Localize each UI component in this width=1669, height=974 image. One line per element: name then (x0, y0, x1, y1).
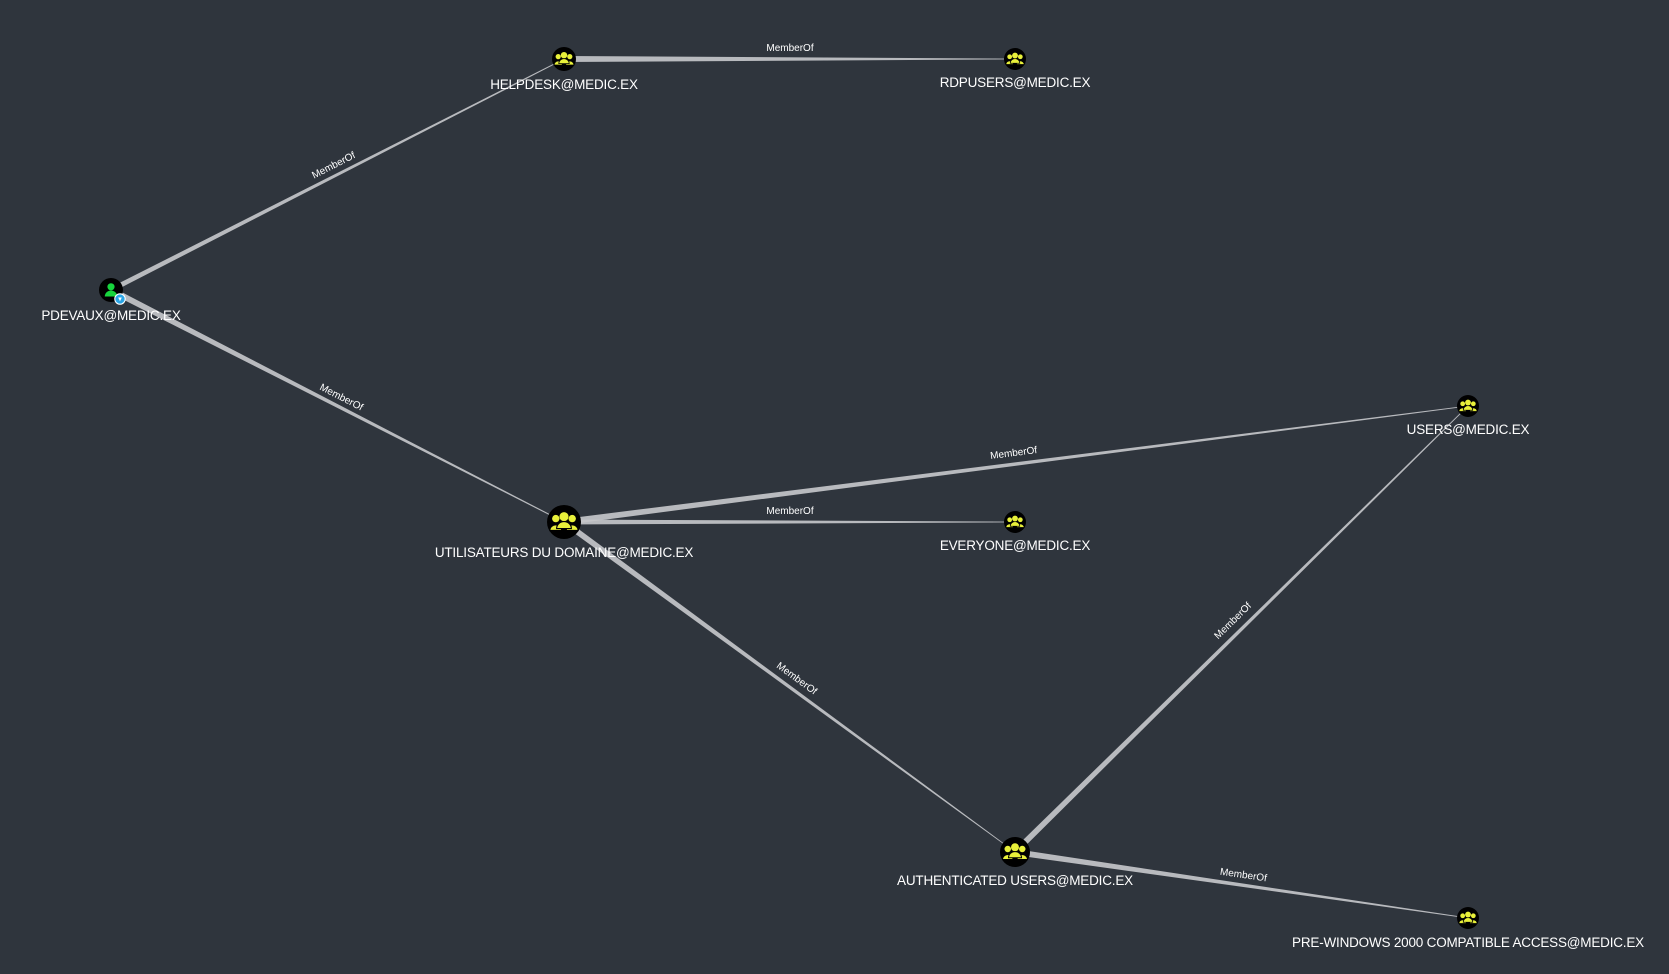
node-label: USERS@MEDIC.EX (1407, 422, 1530, 437)
group-icon (1005, 52, 1025, 65)
edge-helpdesk-rdpusers[interactable]: MemberOf (564, 43, 1015, 62)
group-icon (1005, 515, 1025, 528)
edge-utilisateurs-authusers[interactable]: MemberOf (562, 519, 1016, 853)
node-users[interactable]: USERS@MEDIC.EX (1407, 395, 1530, 437)
node-label: RDPUSERS@MEDIC.EX (940, 75, 1091, 90)
edge-label: MemberOf (766, 43, 813, 54)
edge-label: MemberOf (766, 506, 813, 517)
node-utilisateurs[interactable]: UTILISATEURS DU DOMAINE@MEDIC.EX (435, 505, 694, 560)
group-icon (1458, 911, 1478, 924)
owned-badge-icon (114, 293, 126, 305)
node-prewin2000[interactable]: PRE-WINDOWS 2000 COMPATIBLE ACCESS@MEDIC… (1292, 907, 1644, 950)
edge-line[interactable] (564, 519, 1015, 525)
edge-line[interactable] (564, 56, 1015, 62)
edge-line[interactable] (562, 519, 1016, 853)
node-rdpusers[interactable]: RDPUSERS@MEDIC.EX (940, 48, 1091, 90)
group-icon (1458, 399, 1478, 412)
group-icon (1001, 843, 1029, 860)
edge-line[interactable] (563, 405, 1469, 525)
node-everyone[interactable]: EVERYONE@MEDIC.EX (940, 511, 1091, 553)
edge-label: MemberOf (990, 445, 1038, 462)
node-label: PDEVAUX@MEDIC.EX (41, 308, 180, 323)
node-label: EVERYONE@MEDIC.EX (940, 538, 1091, 553)
user-icon (104, 283, 118, 297)
node-label: PRE-WINDOWS 2000 COMPATIBLE ACCESS@MEDIC… (1292, 935, 1644, 950)
edge-line[interactable] (1012, 405, 1469, 855)
edge-line[interactable] (109, 58, 565, 293)
group-icon (549, 512, 579, 532)
node-pdevaux[interactable]: PDEVAUX@MEDIC.EX (41, 278, 181, 323)
edges-layer: MemberOfMemberOfMemberOfMemberOfMemberOf… (109, 43, 1469, 919)
nodes-layer: PDEVAUX@MEDIC.EX HELPDESK@MEDIC.EX RDPUSER… (41, 47, 1644, 950)
node-label: HELPDESK@MEDIC.EX (490, 77, 638, 92)
edge-pdevaux-helpdesk[interactable]: MemberOf (109, 58, 565, 293)
edge-line[interactable] (109, 287, 565, 523)
edge-utilisateurs-everyone[interactable]: MemberOf (564, 506, 1015, 525)
group-icon (553, 52, 575, 66)
node-label: AUTHENTICATED USERS@MEDIC.EX (897, 873, 1133, 888)
edge-authusers-users[interactable]: MemberOf (1012, 405, 1469, 855)
node-label: UTILISATEURS DU DOMAINE@MEDIC.EX (435, 545, 694, 560)
node-helpdesk[interactable]: HELPDESK@MEDIC.EX (490, 47, 638, 92)
node-authusers[interactable]: AUTHENTICATED USERS@MEDIC.EX (897, 837, 1133, 888)
edge-utilisateurs-users[interactable]: MemberOf (563, 405, 1469, 525)
edge-line[interactable] (1014, 849, 1469, 919)
